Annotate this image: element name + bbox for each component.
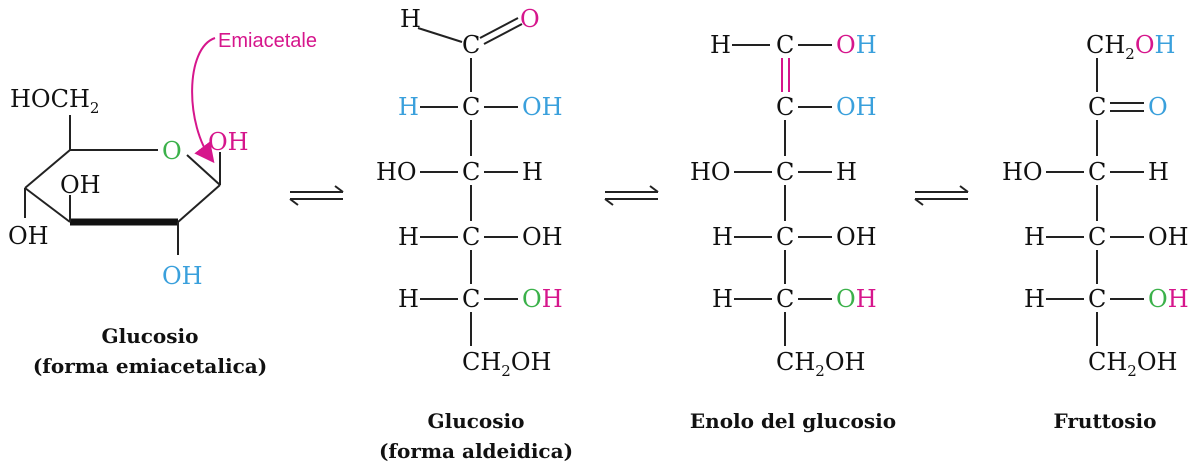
- fructose-c5: C: [1088, 285, 1106, 313]
- fructose-c4-h: H: [1024, 223, 1045, 251]
- fructose-c3-h: H: [1148, 158, 1169, 186]
- c4-oh: OH: [8, 222, 49, 250]
- enol-c4-h: H: [712, 223, 733, 251]
- c3-ho: HO: [376, 158, 417, 186]
- enol-c1-oh: OH: [836, 31, 877, 59]
- fructose-c3-ho: HO: [1002, 158, 1043, 186]
- hemiacetal-label: Emiacetale: [218, 30, 317, 52]
- enol-c3-ho: HO: [690, 158, 731, 186]
- c4-h: H: [398, 223, 419, 251]
- caption-glucose-cyclic: Glucosio: [102, 324, 199, 348]
- aldehyde-h: H: [400, 5, 421, 33]
- c4-oh: OH: [522, 223, 563, 251]
- enol-c2-oh: OH: [836, 93, 877, 121]
- c4: C: [462, 223, 480, 251]
- c2-oh-aldehyde: OH: [522, 93, 563, 121]
- anomeric-oh: OH: [208, 128, 249, 156]
- enol-c5-oh: OH: [836, 285, 877, 313]
- enol-c3: C: [776, 158, 794, 186]
- hemiacetal-arrow: [191, 37, 216, 164]
- glucose-enol-structure: H C OH C OH HO C H H C OH H C OH CH2OH E…: [690, 31, 896, 433]
- fructose-c1-ch2oh: CH2OH: [1086, 31, 1175, 63]
- glucose-aldehyde-structure: H C O H C OH HO C H H C OH H C OH CH2OH: [376, 5, 573, 463]
- ring-oxygen: O: [162, 137, 182, 165]
- equilibrium-arrows-icon: [289, 185, 344, 206]
- enol-c4: C: [776, 223, 794, 251]
- fructose-c6-ch2oh: CH2OH: [1088, 348, 1177, 380]
- enol-c4-oh: OH: [836, 223, 877, 251]
- c5-h: H: [398, 285, 419, 313]
- fructose-carbonyl-o: O: [1148, 93, 1168, 121]
- enol-c1-h: H: [710, 31, 731, 59]
- equilibrium-arrows-icon: [914, 185, 969, 206]
- equilibrium-arrows-icon: [604, 185, 659, 206]
- caption-glucose-aldehyde-form: (forma aldeidica): [379, 439, 573, 463]
- caption-fructose: Fruttosio: [1054, 409, 1157, 433]
- c2-oh: OH: [162, 262, 203, 290]
- fructose-c3: C: [1088, 158, 1106, 186]
- caption-glucose-cyclic-form: (forma emiacetalica): [33, 354, 267, 378]
- fructose-structure: CH2OH C O HO C H H C OH H C OH CH2OH Fru…: [1002, 31, 1189, 433]
- c5-oh: OH: [522, 285, 563, 313]
- fructose-c5-h: H: [1024, 285, 1045, 313]
- c3: C: [462, 158, 480, 186]
- fructose-c4: C: [1088, 223, 1106, 251]
- caption-glucose-aldehyde: Glucosio: [428, 409, 525, 433]
- caption-enol: Enolo del glucosio: [690, 409, 896, 433]
- glucose-hemiacetal-structure: HOCH2 O OH OH OH OH Emiacetale Glucosio …: [8, 30, 317, 378]
- hoch2-group: HOCH2: [10, 85, 99, 117]
- c2-h: H: [398, 93, 419, 121]
- c3-h: H: [522, 158, 543, 186]
- enol-c6-ch2oh: CH2OH: [776, 348, 865, 380]
- c2: C: [462, 93, 480, 121]
- c1: C: [462, 31, 480, 59]
- fructose-c5-oh: OH: [1148, 285, 1189, 313]
- aldehyde-o: O: [520, 5, 540, 33]
- c5: C: [462, 285, 480, 313]
- c6-ch2oh: CH2OH: [462, 348, 551, 380]
- enol-c2: C: [776, 93, 794, 121]
- enol-c5-h: H: [712, 285, 733, 313]
- c3-oh: OH: [60, 171, 101, 199]
- enol-c3-h: H: [836, 158, 857, 186]
- fructose-c2: C: [1088, 93, 1106, 121]
- enol-c5: C: [776, 285, 794, 313]
- fructose-c4-oh: OH: [1148, 223, 1189, 251]
- enol-c1: C: [776, 31, 794, 59]
